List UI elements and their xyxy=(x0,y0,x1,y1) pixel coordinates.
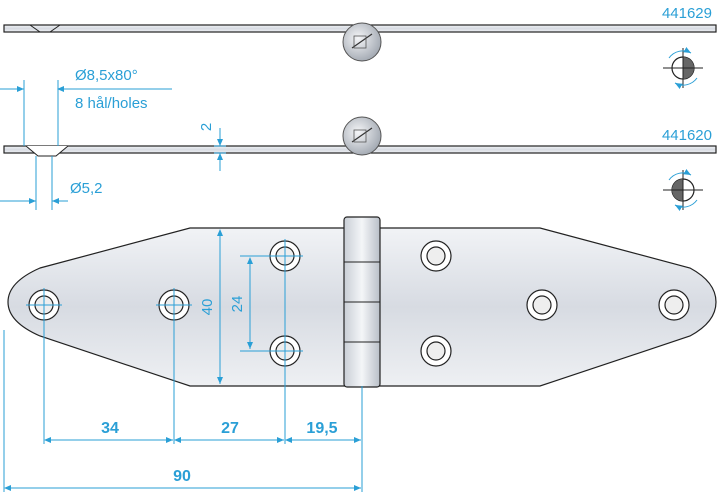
hole xyxy=(526,289,558,321)
dim-27-label: 27 xyxy=(221,420,239,437)
small-hole-dimension xyxy=(0,156,68,210)
dim-total-label: 90 xyxy=(173,468,191,485)
horizontal-dimensions xyxy=(4,437,361,491)
hole xyxy=(420,335,452,367)
hinge-front-view xyxy=(7,216,717,388)
hole-spec-line2: 8 hål/holes xyxy=(75,95,148,112)
hole-centerlines xyxy=(3,239,363,492)
side-view-middle xyxy=(3,116,717,157)
product-code-middle: 441620 xyxy=(662,127,712,144)
dim-34-label: 34 xyxy=(101,420,119,437)
thickness-dimension xyxy=(214,128,226,171)
rotation-right-icon xyxy=(663,169,703,211)
side-view-top xyxy=(3,22,717,62)
hole xyxy=(420,240,452,272)
thickness-label: 2 xyxy=(198,123,215,131)
hole xyxy=(658,289,690,321)
product-code-top: 441629 xyxy=(662,5,712,22)
dim-19-5-label: 19,5 xyxy=(306,420,337,437)
rotation-left-icon xyxy=(663,47,703,89)
hole-spec-dimension xyxy=(0,80,172,146)
height-label: 40 xyxy=(199,299,216,316)
small-hole-label: Ø5,2 xyxy=(70,180,103,197)
hole-spec-line1: Ø8,5x80° xyxy=(75,67,138,84)
hole-spacing-label: 24 xyxy=(229,296,246,313)
